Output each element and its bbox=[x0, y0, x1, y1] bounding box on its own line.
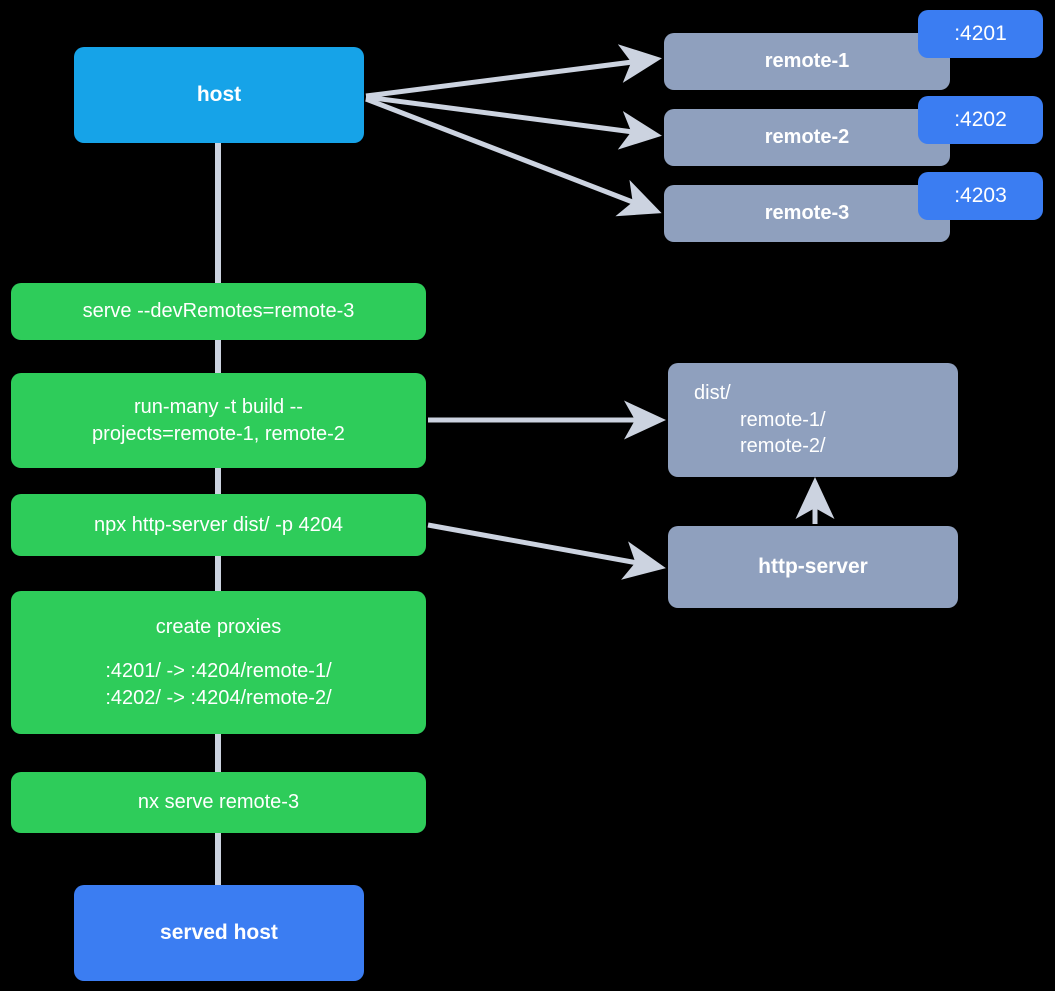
node-command-nx-serve-remote-3[interactable]: nx serve remote-3 bbox=[11, 772, 426, 833]
node-host[interactable]: host bbox=[74, 47, 364, 143]
node-remote-3-label: remote-3 bbox=[764, 202, 850, 225]
node-artifact-dist[interactable]: dist/ remote-1/ remote-2/ bbox=[668, 363, 958, 477]
command-create-proxies-mappings: :4201/ -> :4204/remote-1/ :4202/ -> :420… bbox=[105, 658, 331, 711]
dist-root-label: dist/ bbox=[694, 382, 731, 405]
command-create-proxies-heading: create proxies bbox=[155, 615, 282, 638]
dist-child-remote-1: remote-1/ bbox=[740, 408, 826, 431]
proxy-mapping-2: :4202/ -> :4204/remote-2/ bbox=[105, 686, 332, 709]
http-server-label: http-server bbox=[758, 555, 868, 579]
served-host-label: served host bbox=[160, 921, 278, 945]
edge-npx-to-httpserver bbox=[427, 522, 666, 580]
edge-host-to-remote-1 bbox=[365, 44, 662, 99]
edge-host-to-remote-3 bbox=[365, 96, 662, 217]
node-remote-1-label: remote-1 bbox=[764, 50, 850, 73]
command-serve-devremotes-label: serve --devRemotes=remote-3 bbox=[82, 300, 355, 323]
port-badge-remote-3-label: :4203 bbox=[954, 184, 1007, 207]
command-run-many-build-line-1: run-many -t build -- bbox=[134, 396, 303, 419]
command-npx-http-server-label: npx http-server dist/ -p 4204 bbox=[93, 513, 343, 536]
node-remote-2-label: remote-2 bbox=[764, 126, 850, 149]
command-run-many-build-label: run-many -t build -- projects=remote-1, … bbox=[92, 394, 345, 447]
node-remote-3[interactable]: remote-3 bbox=[664, 185, 950, 242]
node-http-server[interactable]: http-server bbox=[668, 526, 958, 608]
command-run-many-build-line-2: projects=remote-1, remote-2 bbox=[92, 422, 345, 445]
node-command-npx-http-server[interactable]: npx http-server dist/ -p 4204 bbox=[11, 494, 426, 556]
port-badge-remote-2: :4202 bbox=[918, 96, 1043, 144]
node-host-label: host bbox=[196, 83, 242, 107]
node-served-host[interactable]: served host bbox=[74, 885, 364, 981]
port-badge-remote-3: :4203 bbox=[918, 172, 1043, 220]
edge-host-to-remote-2 bbox=[365, 94, 662, 150]
port-badge-remote-1-label: :4201 bbox=[954, 22, 1007, 45]
command-nx-serve-remote-3-label: nx serve remote-3 bbox=[137, 791, 300, 814]
node-command-create-proxies[interactable]: create proxies :4201/ -> :4204/remote-1/… bbox=[11, 591, 426, 734]
port-badge-remote-1: :4201 bbox=[918, 10, 1043, 58]
node-command-serve-devremotes[interactable]: serve --devRemotes=remote-3 bbox=[11, 283, 426, 340]
proxy-mapping-1: :4201/ -> :4204/remote-1/ bbox=[105, 660, 332, 683]
dist-child-remote-2: remote-2/ bbox=[740, 435, 826, 458]
node-command-run-many-build[interactable]: run-many -t build -- projects=remote-1, … bbox=[11, 373, 426, 468]
port-badge-remote-2-label: :4202 bbox=[954, 108, 1007, 131]
node-remote-1[interactable]: remote-1 bbox=[664, 33, 950, 90]
node-remote-2[interactable]: remote-2 bbox=[664, 109, 950, 166]
command-create-proxies-title: create proxies bbox=[156, 614, 282, 640]
